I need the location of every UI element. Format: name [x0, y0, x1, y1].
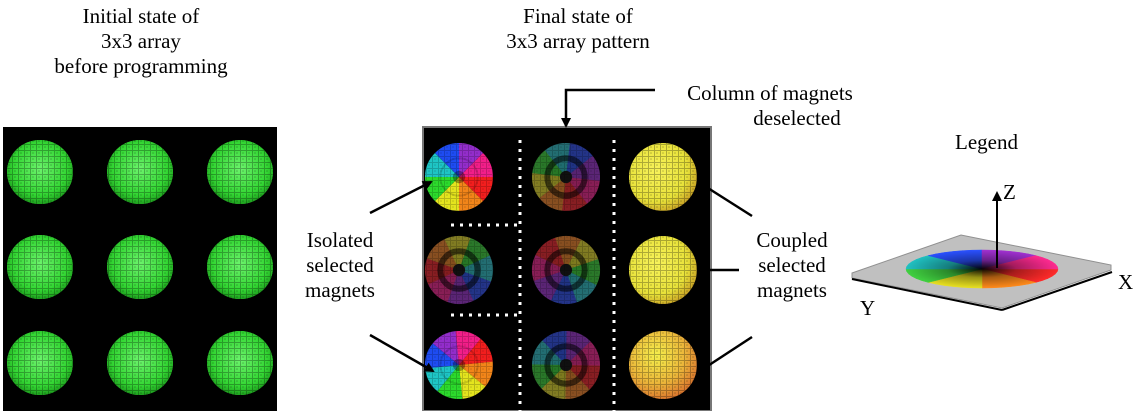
magnet-texture [425, 236, 493, 304]
coupled-line-1: Coupled [756, 228, 828, 252]
magnet-texture [629, 236, 697, 304]
column-deselected-arrow [561, 88, 655, 128]
magnet-7 [425, 331, 493, 399]
magnet-texture [107, 330, 173, 396]
magnet-texture [7, 139, 73, 205]
initial-state-title: Initial state of 3x3 array before progra… [30, 4, 252, 79]
legend-y-axis [851, 278, 1003, 311]
magnet-texture [7, 330, 73, 396]
magnet-texture [425, 143, 493, 211]
magnet-texture [629, 143, 697, 211]
magnet-texture [207, 330, 273, 396]
coupled-arrow-top [698, 181, 753, 218]
magnet-texture [532, 143, 600, 211]
coupled-line-2: selected [758, 253, 826, 277]
legend-axis-y-label: Y [860, 296, 876, 320]
magnet-6 [207, 234, 273, 300]
coupled-arrow-bottom [698, 335, 753, 373]
magnet-2 [107, 139, 173, 205]
final-array [425, 142, 697, 399]
final-array-dividers [451, 140, 616, 411]
magnet-6 [629, 236, 697, 304]
magnet-texture [629, 331, 697, 399]
magnet-4 [425, 236, 493, 305]
magnet-3 [207, 139, 273, 205]
isolated-arrow-bottom [369, 333, 435, 373]
initial-array [7, 139, 273, 396]
magnet-texture [207, 139, 273, 205]
isolated-line-1: Isolated [306, 228, 374, 252]
magnet-1 [7, 139, 73, 205]
magnet-2 [532, 142, 600, 211]
legend-wheel-center-shade [906, 250, 1058, 288]
magnet-texture [7, 234, 73, 300]
initial-title-line-1: Initial state of [82, 4, 200, 28]
column-deselected-label: Column of magnets deselected [660, 81, 880, 131]
magnet-5 [107, 234, 173, 300]
final-title-line-2: 3x3 array pattern [506, 29, 650, 53]
coupled-line-3: magnets [757, 278, 827, 302]
annotation-arrows [369, 88, 753, 373]
magnet-texture [207, 234, 273, 300]
legend-axis-z-label: Z [1003, 180, 1016, 204]
final-title-line-1: Final state of [523, 4, 633, 28]
column-deselected-line-2: deselected [753, 106, 841, 130]
magnet-5 [532, 236, 600, 304]
legend-graphic [851, 191, 1113, 311]
magnet-texture [107, 139, 173, 205]
initial-title-line-2: 3x3 array [101, 29, 181, 53]
magnet-8 [532, 331, 600, 399]
isolated-line-3: magnets [305, 278, 375, 302]
magnet-3 [629, 143, 697, 211]
isolated-line-2: selected [306, 253, 374, 277]
isolated-magnets-label: Isolated selected magnets [300, 228, 380, 303]
magnet-1 [425, 143, 493, 211]
final-state-title: Final state of 3x3 array pattern [470, 4, 686, 54]
isolated-arrow-top [369, 180, 433, 215]
magnet-7 [7, 330, 73, 396]
magnet-9 [207, 330, 273, 396]
magnet-4 [7, 234, 73, 300]
magnet-9 [629, 331, 697, 399]
column-deselected-line-1: Column of magnets [687, 81, 853, 105]
magnet-texture [532, 236, 600, 304]
magnet-8 [107, 330, 173, 396]
magnet-texture [107, 234, 173, 300]
legend-axis-x-label: X [1118, 270, 1134, 294]
initial-title-line-3: before programming [54, 54, 228, 78]
legend-x-axis [1001, 271, 1113, 311]
coupled-magnets-label: Coupled selected magnets [742, 228, 842, 303]
legend-title: Legend [955, 130, 1018, 154]
magnet-texture [532, 331, 600, 399]
magnet-texture [425, 331, 493, 399]
